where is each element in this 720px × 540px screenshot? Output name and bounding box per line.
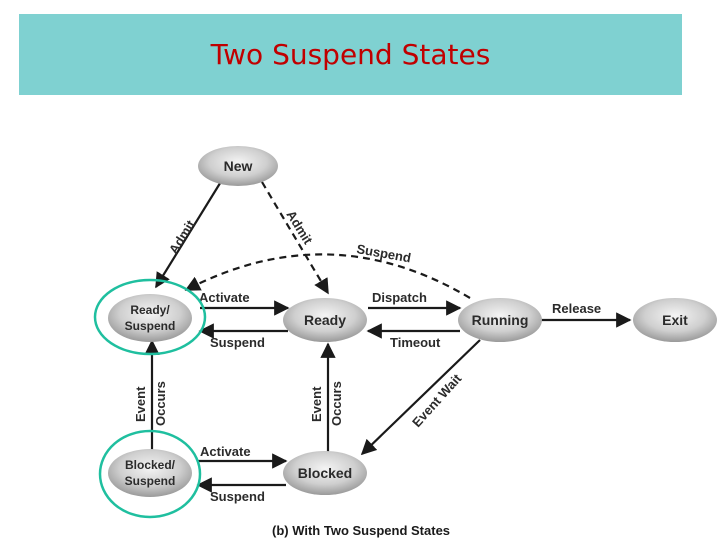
node-running: Running: [458, 298, 542, 342]
node-exit: Exit: [633, 298, 717, 342]
figure-caption: (b) With Two Suspend States: [272, 523, 450, 538]
label-suspend-top: Suspend: [355, 241, 412, 265]
label-admit-left: Admit: [166, 217, 199, 257]
node-blocked-suspend-line1: Blocked/: [125, 458, 176, 472]
highlight-ring-ready-suspend: [93, 278, 207, 356]
label-event-left-2: Occurs: [153, 381, 168, 426]
edge-admit-left: [155, 179, 223, 289]
slide-title: Two Suspend States: [210, 38, 491, 71]
node-blocked: Blocked: [283, 451, 367, 495]
edge-admit-right: [261, 181, 329, 295]
label-activate-top: Activate: [199, 290, 250, 305]
node-ready-suspend-line1: Ready/: [130, 303, 170, 317]
title-bar: Two Suspend States: [19, 14, 682, 95]
label-release: Release: [552, 301, 601, 316]
label-dispatch: Dispatch: [372, 290, 427, 305]
node-new-label: New: [224, 158, 253, 174]
node-new: New: [198, 146, 278, 186]
label-timeout: Timeout: [390, 335, 441, 350]
label-suspend-bottom: Suspend: [210, 489, 265, 504]
edge-event-wait: [360, 339, 481, 456]
label-suspend-mid: Suspend: [210, 335, 265, 350]
node-ready-suspend: Ready/ Suspend: [108, 294, 192, 342]
label-event-mid-2: Occurs: [329, 381, 344, 426]
node-ready-suspend-line2: Suspend: [125, 319, 176, 333]
node-exit-label: Exit: [662, 312, 688, 328]
label-event-left-1: Event: [133, 386, 148, 422]
highlight-ring-blocked-suspend: [98, 429, 202, 519]
node-ready-label: Ready: [304, 312, 346, 328]
node-blocked-label: Blocked: [298, 465, 352, 481]
edge-suspend-top: [184, 253, 471, 299]
label-event-mid-1: Event: [309, 386, 324, 422]
node-blocked-suspend: Blocked/ Suspend: [108, 449, 192, 497]
node-running-label: Running: [472, 312, 529, 328]
node-ready: Ready: [283, 298, 367, 342]
node-blocked-suspend-line2: Suspend: [125, 474, 176, 488]
label-activate-bottom: Activate: [200, 444, 251, 459]
